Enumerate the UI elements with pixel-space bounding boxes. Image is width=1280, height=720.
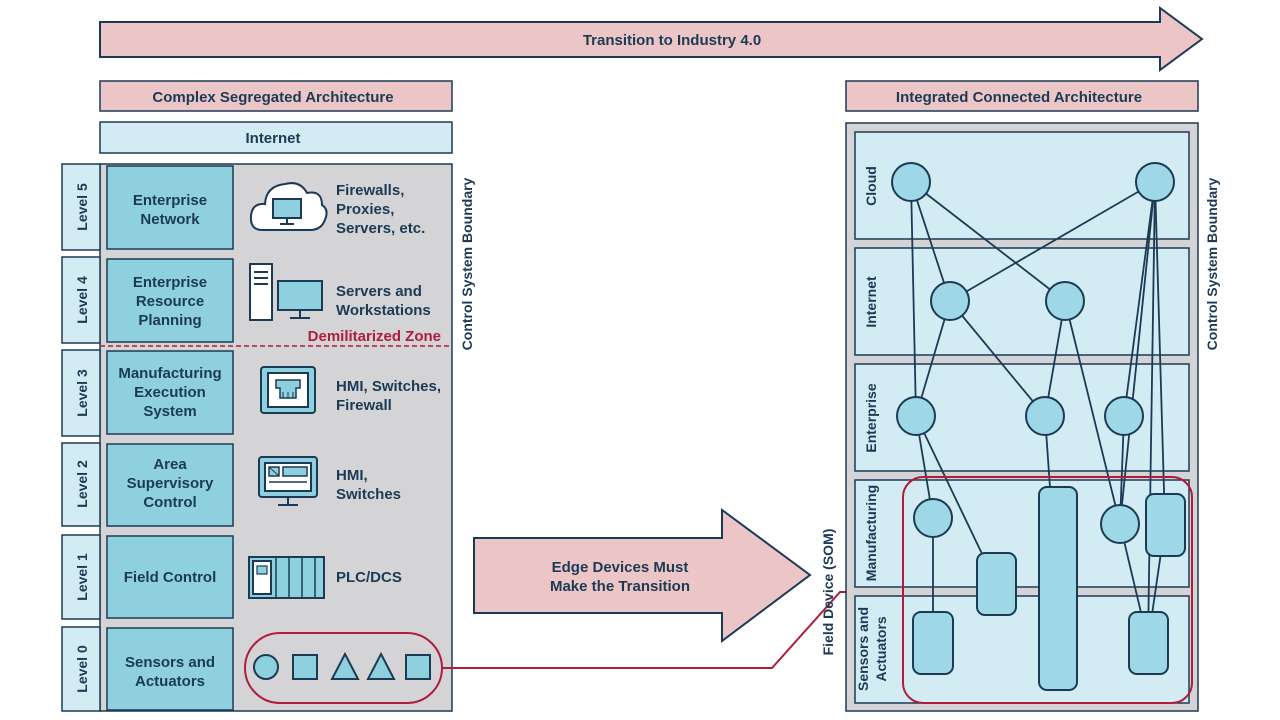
device-line: HMI, [336,467,368,484]
layer-manufacturing [854,479,1190,588]
gateway-device [1038,486,1078,691]
device-line: Servers and [336,283,422,300]
internet-node [930,281,970,321]
layer-internet [854,247,1190,356]
device-line: Workstations [336,302,431,319]
field-device-outline [902,476,1193,704]
device-line: Firewalls, [336,182,404,199]
level-name-line: Field Control [124,569,217,586]
field-device-label: Field Device (SOM) [820,529,836,656]
level-name-line: Manufacturing [118,365,221,382]
enterprise-node [896,396,936,436]
enterprise-node [1025,396,1065,436]
device-line: Switches [336,486,401,503]
level-name-line: Planning [138,312,201,329]
level-label: Level 0 [74,645,90,693]
level-name-line: Network [140,211,200,228]
level-4-row: Level 4 Enterprise Resource Planning [61,256,234,344]
arrow-label-line: Edge Devices Must [552,559,689,576]
level-name-line: System [143,403,196,420]
level-label: Level 3 [74,369,90,417]
level-name-line: Execution [134,384,206,401]
edge-devices-arrow: Edge Devices Must Make the Transition [473,508,812,643]
cloud-node [1135,162,1175,202]
plc-rack-icon [248,556,325,599]
right-boundary-label: Control System Boundary [1204,177,1220,350]
manufacturing-device [1145,493,1186,557]
cloud-node [891,162,931,202]
device-line: Proxies, [336,201,394,218]
manufacturing-node [913,498,953,538]
layer-label: Sensors and [855,607,871,691]
level-1-row: Level 1 Field Control [61,534,234,620]
industry-transition-arrow: Transition to Industry 4.0 [99,6,1204,72]
layer-label: Manufacturing [863,485,879,581]
layer-label: Cloud [863,166,879,206]
right-title: Integrated Connected Architecture [896,89,1142,106]
left-architecture: Complex Segregated Architecture Internet… [61,80,475,712]
level-label: Level 5 [74,183,90,231]
level-name-line: Resource [136,293,204,310]
level-name-line: Control [143,494,196,511]
server-workstation-icon [249,263,323,321]
level-3-row: Level 3 Manufacturing Execution System [61,349,234,437]
device-line: HMI, Switches, [336,378,441,395]
level-label: Level 1 [74,553,90,601]
left-boundary-label: Control System Boundary [459,177,475,350]
levels-panel [99,163,453,712]
enterprise-node [1104,396,1144,436]
layer-label: Actuators [873,616,889,682]
edge-device [976,552,1017,616]
layer-label: Enterprise [863,383,879,452]
layer-label: Internet [863,276,879,328]
level-name-line: Enterprise [133,192,207,209]
hmi-screen-icon [258,456,318,506]
network-port-icon [260,366,316,414]
level-name-line: Sensors and [125,654,215,671]
internet-node [1045,281,1085,321]
dmz-label: Demilitarized Zone [308,328,441,345]
manufacturing-node [1100,504,1140,544]
level-name-line: Actuators [135,673,205,690]
level-name-line: Supervisory [127,475,214,492]
level-name-line: Enterprise [133,274,207,291]
right-architecture: Integrated Connected Architecture Cloud … [845,80,1220,712]
level-label: Level 2 [74,460,90,508]
left-title: Complex Segregated Architecture [152,89,393,106]
level-name-line: Area [153,456,187,473]
banner-label: Transition to Industry 4.0 [583,32,761,49]
arrow-label-line: Make the Transition [550,578,690,595]
level-label: Level 4 [74,276,90,324]
level-0-row: Level 0 Sensors and Actuators [61,626,234,712]
level-2-row: Level 2 Area Supervisory Control [61,442,234,527]
device-line: PLC/DCS [336,569,402,586]
level-5-row: Level 5 Enterprise Network [61,163,234,251]
actuator-device [1128,611,1169,675]
device-line: Servers, etc. [336,220,425,237]
device-line: Firewall [336,397,392,414]
cloud-computer-icon [249,182,328,231]
network-nodes [891,162,1186,691]
sensor-device [912,611,954,675]
internet-label: Internet [245,130,300,147]
